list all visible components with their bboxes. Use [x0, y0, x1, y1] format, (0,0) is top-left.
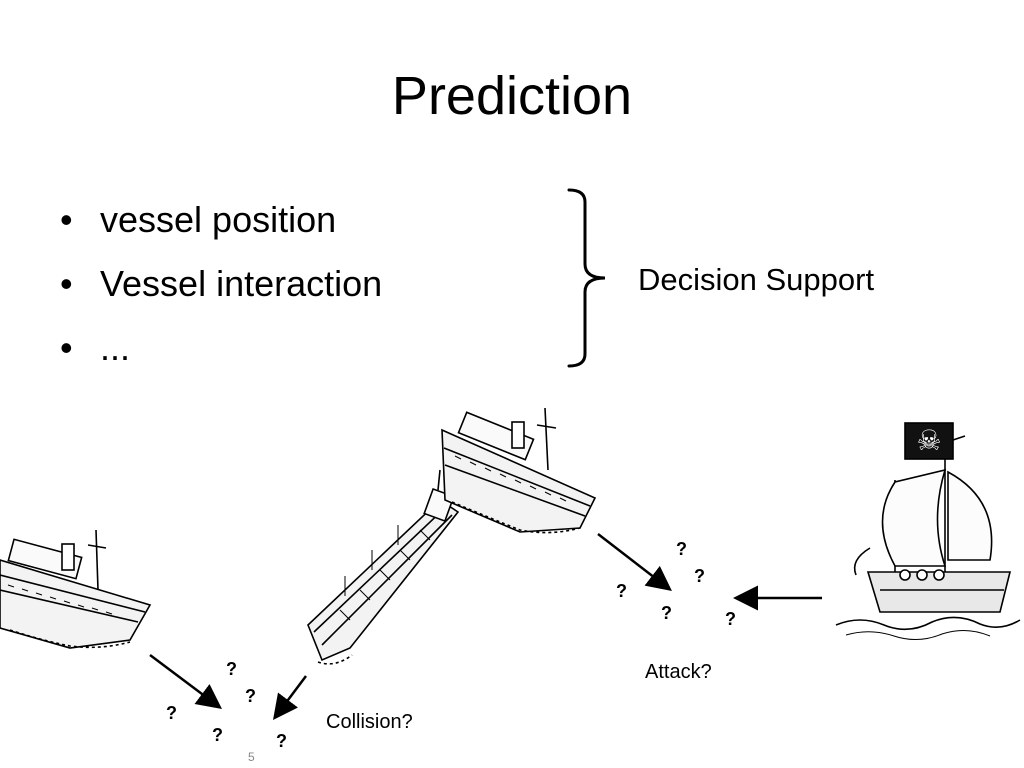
collision-label: Collision? — [326, 711, 413, 733]
bullet-list: vessel position Vessel interaction ... — [58, 188, 382, 380]
question-mark: ? — [226, 659, 237, 679]
slide-title: Prediction — [391, 66, 633, 126]
question-mark: ? — [166, 703, 177, 723]
question-mark: ? — [676, 539, 687, 559]
page-number: 5 — [248, 750, 255, 764]
attack-label: Attack? — [645, 661, 712, 683]
tanker-vessel-icon — [307, 469, 460, 665]
question-mark: ? — [661, 603, 672, 623]
bullet-item: Vessel interaction — [58, 252, 382, 316]
arrow-icon — [149, 654, 222, 709]
skull-crossbones-icon: ☠ — [916, 425, 941, 456]
question-mark: ? — [276, 731, 287, 751]
question-mark: ? — [694, 566, 705, 586]
question-mark: ? — [212, 725, 223, 745]
top-vessel-icon — [441, 407, 597, 534]
left-vessel-icon — [0, 529, 152, 649]
arrow-icon — [273, 675, 307, 720]
arrow-icon — [597, 533, 672, 592]
right-brace-icon — [567, 188, 606, 368]
pirate-ship-icon — [835, 422, 1021, 640]
question-mark: ? — [725, 609, 736, 629]
question-mark: ? — [616, 581, 627, 601]
bullet-item: vessel position — [58, 188, 382, 252]
decision-support-label: Decision Support — [638, 262, 875, 297]
bullet-item: ... — [58, 316, 382, 380]
question-mark: ? — [245, 686, 256, 706]
